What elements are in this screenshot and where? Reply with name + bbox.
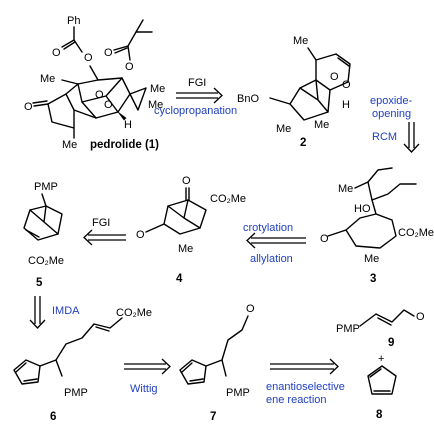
compound-3: Me HO O CO₂Me Me 3 <box>320 167 434 285</box>
c1-isobutyrate-oxygen: O <box>104 47 113 59</box>
c8-number: 8 <box>376 409 383 421</box>
arrow-3-4-label-top: crotylation <box>243 222 293 234</box>
c1-methyl-c: Me <box>148 99 163 111</box>
arrow-3-4-label-bottom: allylation <box>250 253 293 265</box>
c6-pmp: PMP <box>64 387 88 399</box>
c2-lactone-oxygen: O <box>330 71 339 83</box>
c9-pmp: PMP <box>336 323 360 335</box>
arrow-2-3-label-top: epoxide- <box>370 95 413 107</box>
arrow-7-8-label-bottom: ene reaction <box>266 394 327 406</box>
compound-2: Me BnO O O H Me Me 2 <box>237 35 351 149</box>
c9-aldehyde-oxygen: O <box>416 311 425 323</box>
c2-bno: BnO <box>237 93 259 105</box>
c3-methyl: Me <box>338 183 353 195</box>
c2-methyl-mid: Me <box>314 119 329 131</box>
compound-4: O O CO₂Me Me 4 <box>136 175 246 285</box>
c7-aldehyde-oxygen: O <box>246 303 255 315</box>
arrow-1-to-2: FGI cyclopropanation <box>154 77 237 117</box>
arrow-7-to-8-9: enantioselective ene reaction <box>266 358 345 406</box>
c4-methyl: Me <box>178 243 193 255</box>
c4-ketone-oxygen: O <box>182 175 191 187</box>
compound-1-pedrolide: Ph O O O O O O O H Me Me Me Me pedrolide… <box>24 15 165 151</box>
c3-co2me: CO₂Me <box>398 227 434 239</box>
arrow-1-2-label-top: FGI <box>188 77 206 89</box>
c1-number: pedrolide (1) <box>90 139 159 151</box>
c4-number: 4 <box>176 273 183 285</box>
c3-ho: HO <box>354 203 371 215</box>
c2-h: H <box>342 99 350 111</box>
c5-number: 5 <box>36 277 43 289</box>
c1-methyl-a: Me <box>40 73 55 85</box>
c7-pmp: PMP <box>226 387 250 399</box>
c3-methyl-bot: Me <box>364 253 379 265</box>
compound-5: PMP CO₂Me 5 <box>23 181 64 289</box>
compound-9: PMP O 9 <box>336 309 425 349</box>
c1-methyl-d: Me <box>62 139 77 151</box>
c6-number: 6 <box>50 411 56 423</box>
compound-6: CO₂Me PMP 6 <box>13 307 152 423</box>
arrow-5-to-6: IMDA <box>29 296 80 329</box>
c2-methyl-top: Me <box>293 35 308 47</box>
c1-h: H <box>124 119 132 131</box>
c2-number: 2 <box>300 137 306 149</box>
c7-number: 7 <box>210 411 216 423</box>
arrow-2-3-label-mid: opening <box>372 108 411 120</box>
arrow-4-to-5: FGI <box>83 217 126 246</box>
c1-lactone-oxygen: O <box>95 89 104 101</box>
compound-8-cyclopentadiene: 8 <box>367 365 397 421</box>
arrow-6-7-label: Wittig <box>130 383 158 395</box>
c1-isobutyrate-oxygen-2: O <box>125 61 134 73</box>
c5-pmp: PMP <box>34 181 58 193</box>
c2-methyl-bot: Me <box>276 123 291 135</box>
c1-phenyl-label: Ph <box>67 15 80 27</box>
c1-ester-oxygen: O <box>52 47 61 59</box>
c1-ketone-oxygen: O <box>24 101 33 113</box>
c1-methyl-b: Me <box>150 83 165 95</box>
arrow-1-2-label-bottom: cyclopropanation <box>154 105 237 117</box>
arrow-5-6-label: IMDA <box>52 305 80 317</box>
c1-ester-oxygen-2: O <box>84 52 93 64</box>
arrow-6-to-7: Wittig <box>124 358 171 395</box>
c4-epoxide-oxygen: O <box>136 229 145 241</box>
arrow-4-5-label: FGI <box>92 217 110 229</box>
arrow-7-8-label-top: enantioselective <box>266 381 345 393</box>
arrow-3-to-4: crotylation allylation <box>243 222 306 265</box>
c9-number: 9 <box>388 337 394 349</box>
c2-lactone-oxygen-2: O <box>342 79 351 91</box>
c4-co2me: CO₂Me <box>210 193 246 205</box>
c5-co2me: CO₂Me <box>28 255 64 267</box>
c1-lactone-oxygen-2: O <box>104 99 113 111</box>
c3-number: 3 <box>370 273 376 285</box>
plus-sign: + <box>378 353 384 365</box>
c3-epoxide-oxygen: O <box>320 233 329 245</box>
arrow-2-to-3: epoxide- opening RCM <box>370 95 420 153</box>
c6-co2me: CO₂Me <box>116 307 152 319</box>
arrow-2-3-label-bottom: RCM <box>372 131 397 143</box>
compound-7: O PMP 7 <box>179 303 255 423</box>
